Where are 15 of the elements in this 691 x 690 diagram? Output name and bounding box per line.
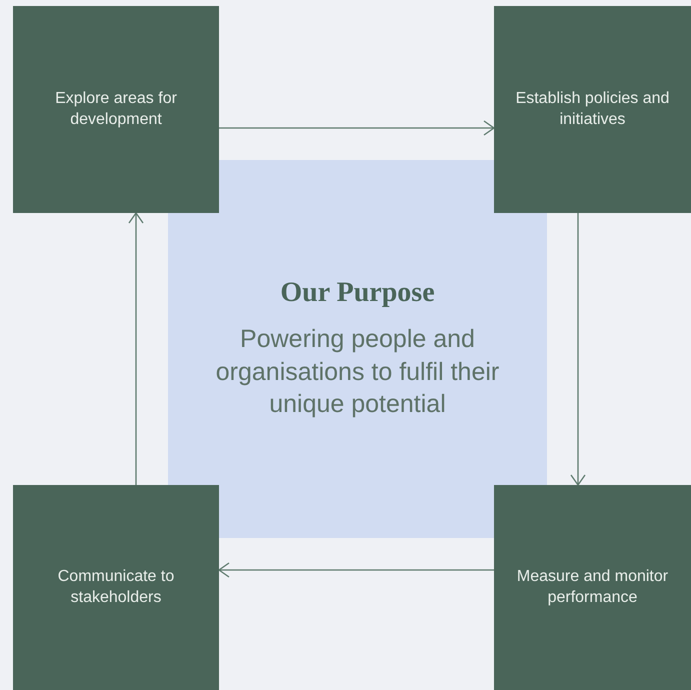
panel-title: Our Purpose	[280, 277, 435, 310]
step-label: Establish policies and initiatives	[514, 88, 670, 130]
process-box	[494, 6, 691, 213]
process-box	[494, 485, 691, 690]
step-label: Measure and monitor performance	[516, 566, 670, 608]
process-box	[13, 485, 219, 690]
step-label: Communicate to stakeholders	[56, 566, 176, 608]
arrow	[570, 213, 586, 486]
process-box	[13, 6, 219, 213]
purpose-panel	[168, 160, 547, 538]
purpose-statement: Powering people and organisations to fulfil their unique potential	[214, 324, 500, 420]
step-label: Explore areas for development	[54, 88, 178, 130]
arrow	[219, 120, 495, 136]
arrow	[218, 562, 494, 578]
arrow	[128, 212, 144, 485]
